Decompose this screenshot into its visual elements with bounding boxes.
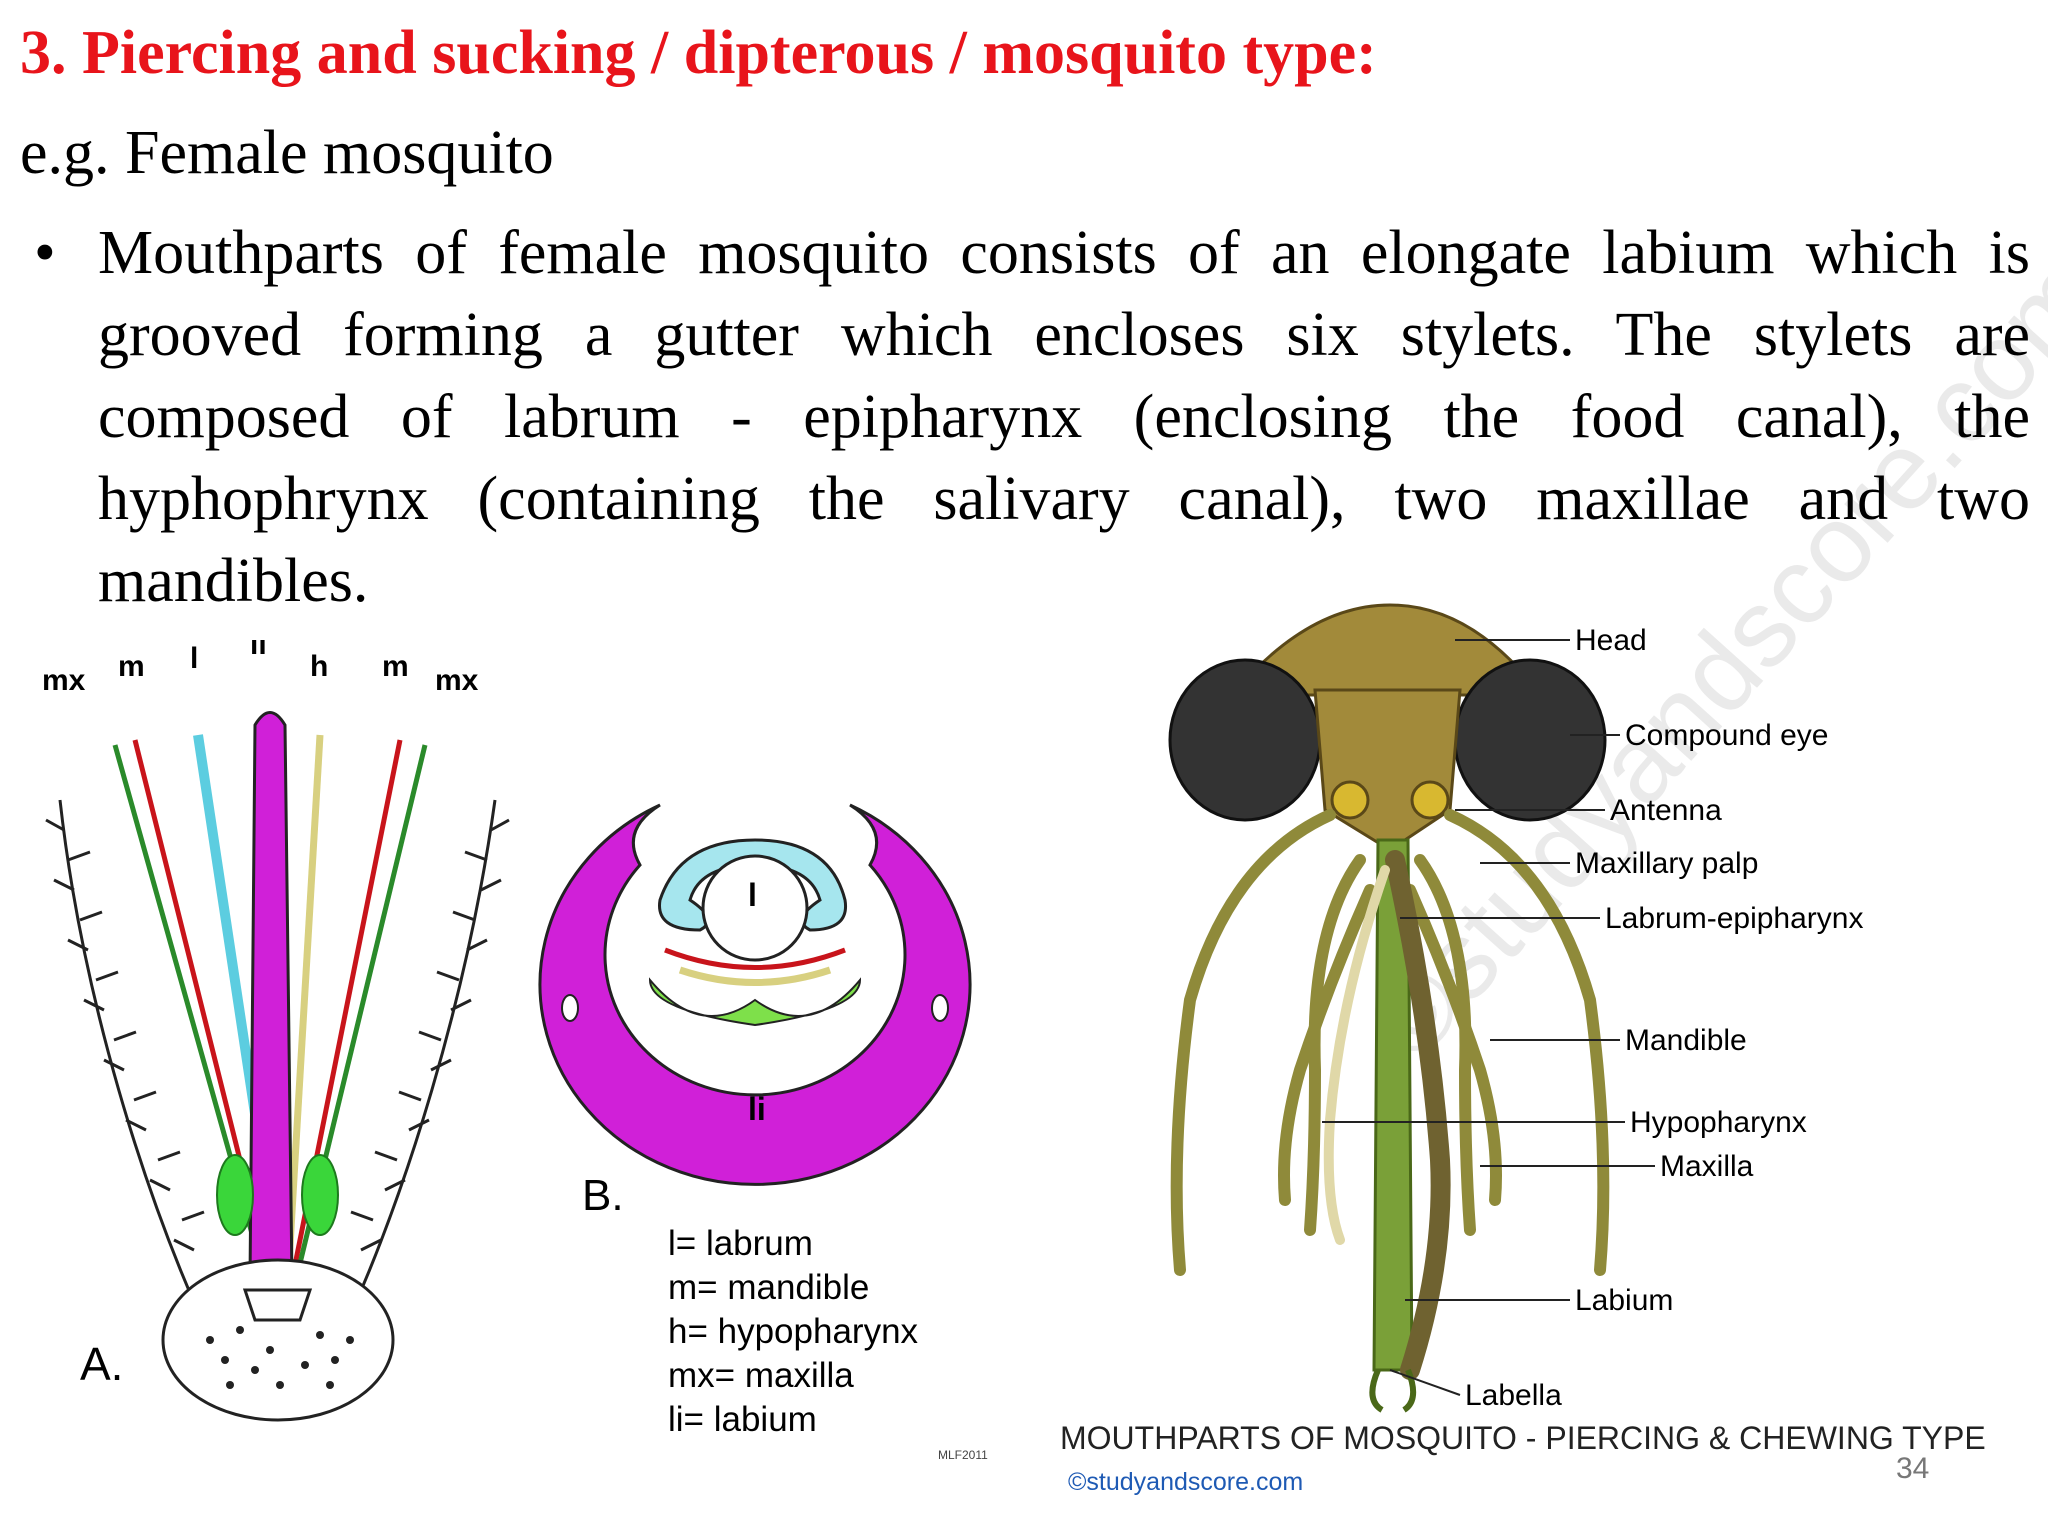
labrum-label: l (748, 877, 757, 913)
example-line: e.g. Female mosquito (20, 119, 554, 187)
right-compound-eye (1453, 658, 1607, 822)
label-mx-left: mx (42, 664, 86, 697)
label-h: h (310, 650, 328, 683)
labium-label: li (748, 1091, 766, 1127)
label-maxilla: Maxilla (1660, 1150, 1754, 1183)
label-l: l (190, 642, 198, 675)
maxilla-section (648, 977, 862, 1027)
left-compound-eye (1168, 658, 1322, 822)
figure-credit: MLF2011 (938, 1448, 988, 1462)
leader-lines (1322, 639, 1655, 1396)
labium-sheath (248, 711, 294, 1282)
slide-heading: 3. Piercing and sucking / dipterous / mo… (20, 19, 1377, 87)
label-compound-eye: Compound eye (1625, 719, 1828, 752)
copyright-text: ©studyandscore.com (1068, 1468, 1304, 1496)
legend-item: li= labium (668, 1400, 817, 1439)
bullet-item: • Mouthparts of female mosquito consists… (20, 212, 2030, 622)
left-antenna (1170, 809, 1336, 1276)
labrum-epipharynx-stylet (1385, 850, 1451, 1380)
green-bases (216, 1154, 339, 1236)
label-mx-right: mx (435, 664, 479, 697)
left-antenna-base (1330, 780, 1370, 820)
food-canal (701, 854, 809, 962)
hypopharynx-stylet (1323, 865, 1390, 1245)
labella-tips (1369, 1368, 1417, 1413)
label-labrum-epipharynx: Labrum-epipharynx (1605, 902, 1863, 935)
abbreviation-legend: l= labrum m= mandible h= hypopharynx mx=… (668, 1222, 918, 1442)
head-dots (206, 1326, 354, 1389)
head-dome (1237, 603, 1538, 697)
label-mandible: Mandible (1625, 1024, 1747, 1057)
mandible-section (664, 947, 846, 970)
figure-a-mouthparts-diagram: mx m l li h m mx A. (42, 640, 510, 1422)
bullet-text: Mouthparts of female mosquito consists o… (98, 219, 2030, 615)
right-antenna (1444, 809, 1610, 1276)
left-trachea (561, 994, 579, 1022)
head-face (1313, 688, 1462, 852)
clypeus (242, 1288, 313, 1322)
legend-item: h= hypopharynx (668, 1312, 919, 1351)
label-maxillary-palp: Maxillary palp (1575, 847, 1758, 880)
label-m-left: m (118, 650, 145, 683)
hypopharynx-section (678, 966, 832, 986)
label-labella: Labella (1465, 1379, 1562, 1412)
right-antenna-base (1410, 780, 1450, 820)
head-capsule (161, 1258, 395, 1422)
label-antenna: Antenna (1610, 794, 1722, 827)
figure-c-caption: MOUTHPARTS OF MOSQUITO - PIERCING & CHEW… (1060, 1420, 1986, 1456)
page-number: 34 (1896, 1452, 1930, 1485)
figure-b-panel-label: B. (582, 1171, 624, 1220)
right-trachea (931, 994, 949, 1022)
bullet-dot-icon: • (34, 219, 56, 287)
hypopharynx-stylet (284, 734, 324, 1281)
label-labium: Labium (1575, 1284, 1673, 1317)
label-li: li (250, 640, 267, 661)
label-head: Head (1575, 624, 1647, 657)
figure-a-panel-label: A. (80, 1338, 123, 1390)
legend-item: mx= maxilla (668, 1356, 854, 1395)
appendages (1170, 809, 1610, 1276)
legend-item: m= mandible (668, 1268, 870, 1307)
left-maxillary-palp (1304, 854, 1366, 1236)
legend-item: l= labrum (668, 1224, 813, 1263)
figure-c-mosquito-head: Head Compound eye Antenna Maxillary palp… (1168, 603, 1863, 1413)
left-maxilla (1278, 884, 1376, 1206)
label-m-right: m (382, 650, 409, 683)
label-hypopharynx: Hypopharynx (1630, 1106, 1807, 1139)
right-maxillary-palp (1414, 854, 1476, 1236)
right-maxilla (1404, 884, 1502, 1206)
labium-section (538, 803, 972, 1186)
figure-b-cross-section: l li B. (538, 803, 972, 1220)
